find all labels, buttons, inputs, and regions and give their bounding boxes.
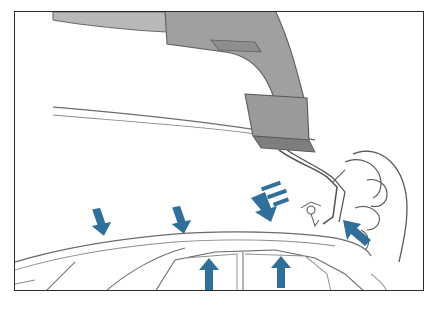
diagonal-arrow-hand (343, 220, 371, 246)
motion-line-3 (273, 197, 289, 206)
motion-line-1 (261, 181, 281, 192)
roof-rack-illustration (15, 12, 424, 291)
illustration-frame (14, 11, 424, 291)
car-outline (15, 232, 387, 291)
down-arrow-rear-roof (168, 204, 193, 236)
up-arrow-front-door (199, 258, 219, 290)
down-arrow-front-roof (88, 206, 113, 238)
roof-panel-edge (53, 115, 255, 134)
up-arrow-rear-door (271, 256, 291, 288)
arrows (88, 181, 371, 290)
hand-illustration (333, 151, 407, 262)
clip-detail (301, 202, 321, 226)
motion-line-2 (267, 189, 287, 200)
roof-rack-bar (53, 12, 315, 152)
